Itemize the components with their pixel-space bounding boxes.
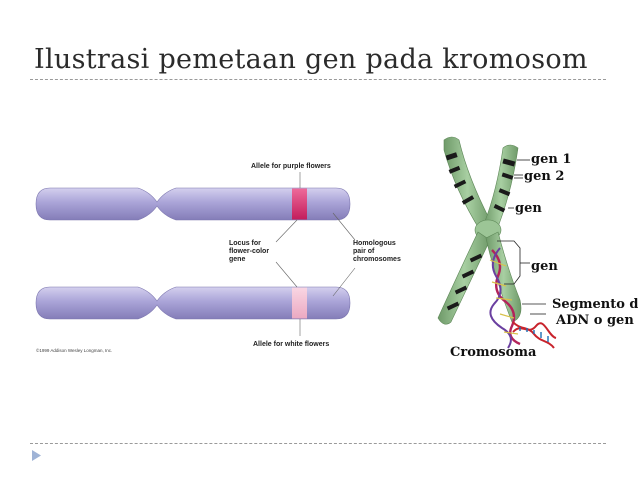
footer-divider (30, 443, 606, 444)
locus-line-top (275, 219, 298, 243)
slide-title: Ilustrasi pemetaan gen pada kromosom (34, 44, 588, 75)
dna-segment-label-line2: ADN o gen (555, 313, 634, 328)
chromosome-bands (445, 152, 516, 311)
purple-allele-band (292, 188, 307, 220)
lower-left-arm (437, 231, 491, 325)
copyright-note: ©1999 Addison Wesley Longman, Inc. (36, 347, 112, 353)
upper-right-arm (483, 144, 519, 233)
gene-label-lower: gen (531, 259, 558, 274)
locus-line-bottom (275, 261, 298, 288)
purple-allele-label: Allele for purple flowers (251, 163, 331, 170)
homologous-chromosome-pair: Allele for purple flowers Locus for flow… (35, 163, 401, 353)
chromosome-caption: Cromosoma (450, 345, 537, 360)
homologous-label-line2: pair of (353, 248, 375, 255)
bullet-arrow-icon (32, 450, 41, 461)
white-allele-label: Allele for white flowers (253, 341, 329, 348)
homolog-line-bottom (332, 267, 356, 297)
gene-1-label: gen 1 (531, 152, 571, 167)
white-allele-band (292, 287, 307, 319)
locus-label-line1: Locus for (229, 240, 261, 247)
gene-label-upper: gen (515, 201, 542, 216)
title-divider (30, 79, 606, 80)
homologous-label-line3: chromosomes (353, 256, 401, 263)
locus-label-line2: flower-color (229, 248, 269, 255)
x-chromosome-diagram: gen 1 gen 2 gen gen Segmento de ADN o ge… (437, 136, 638, 360)
lower-chromosome (35, 286, 351, 320)
upper-left-arm (443, 136, 492, 233)
homolog-line-top (332, 212, 356, 241)
dna-segment-label-line1: Segmento de (552, 297, 638, 312)
upper-chromosome (35, 187, 351, 221)
dna-strand (489, 247, 557, 349)
gene-2-label: gen 2 (524, 169, 564, 184)
homologous-label-line1: Homologous (353, 240, 396, 247)
gene-pointer-lines (497, 159, 546, 315)
locus-label-line3: gene (229, 256, 245, 263)
